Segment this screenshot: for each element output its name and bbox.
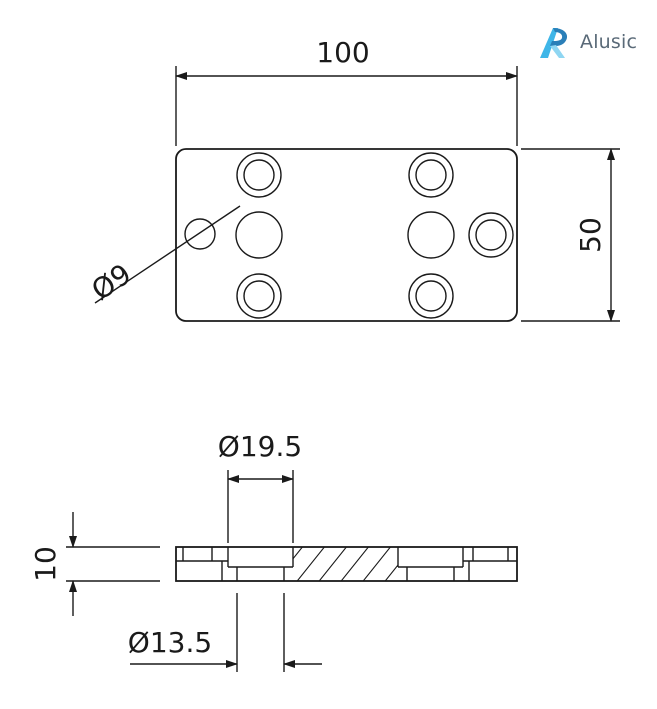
counterbore-hole: [468, 212, 514, 258]
counterbore-diameter-label: Ø19.5: [218, 430, 302, 463]
counterbore-hole: [408, 273, 454, 319]
counterbore-hole: [408, 152, 454, 198]
section-hatch: [293, 547, 398, 581]
hole-diameter-label: Ø9: [86, 257, 137, 307]
counterbore-hole: [236, 273, 282, 319]
hole-leader-line: [94, 205, 241, 304]
thickness-dimension-label: 10: [29, 546, 62, 582]
brand-name: Alusic: [580, 31, 638, 53]
plate-outline: [175, 148, 518, 322]
small-hole: [184, 218, 216, 250]
section-outline: [175, 546, 518, 582]
through-hole: [235, 211, 283, 259]
height-dimension-label: 50: [574, 217, 607, 253]
top-view: [94, 66, 620, 322]
brand-logo: Alusic: [536, 22, 637, 62]
section-view: [66, 470, 518, 672]
hole-diameter-label: Ø13.5: [128, 626, 212, 659]
alusic-logo-icon: [540, 28, 568, 58]
counterbore-hole: [236, 152, 282, 198]
width-dimension-label: 100: [316, 36, 369, 69]
through-hole: [407, 211, 455, 259]
